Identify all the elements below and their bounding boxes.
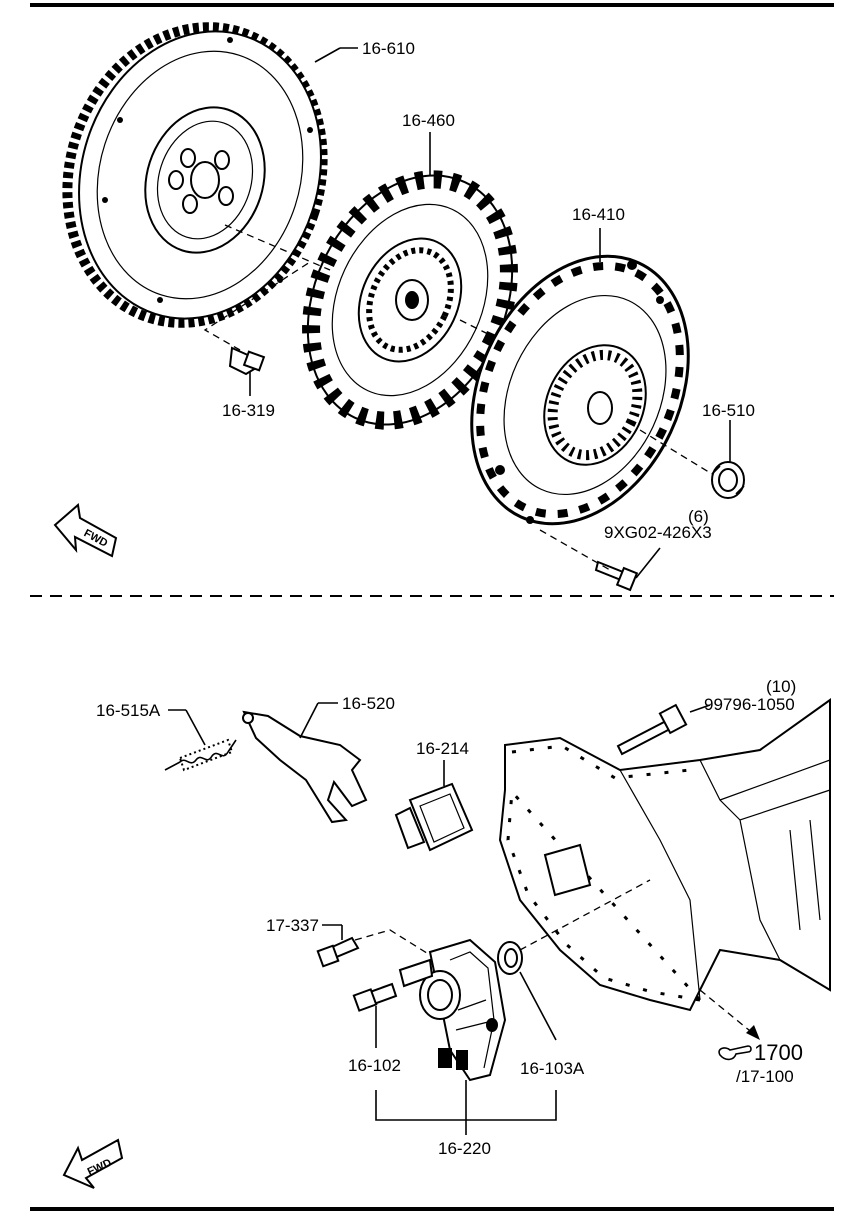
spring <box>164 738 237 772</box>
bolt-16-102 <box>352 982 398 1012</box>
cover-bolt-path <box>539 529 611 571</box>
leader-cover-bolt <box>635 547 661 579</box>
leader-99796 <box>689 704 711 713</box>
label-trans-bolt-qty: (10) <box>766 677 796 696</box>
leader-16-103a <box>519 971 557 1041</box>
label-16-410: 16-410 <box>572 205 625 224</box>
label-16-520: 16-520 <box>342 694 395 713</box>
ref-path <box>699 989 756 1036</box>
center-axis-4 <box>519 879 651 951</box>
label-16-103a: 16-103A <box>520 1059 585 1078</box>
boot <box>394 782 474 852</box>
flywheel-bolt <box>228 346 266 376</box>
label-16-510: 16-510 <box>702 401 755 420</box>
pointing-hand-icon <box>718 1045 752 1061</box>
label-16-515a: 16-515A <box>96 701 161 720</box>
center-axis-3 <box>639 429 713 475</box>
label-17-337: 17-337 <box>266 916 319 935</box>
fwd-arrow-bottom-icon: FWD <box>62 1138 124 1189</box>
release-fork <box>242 710 368 824</box>
slave-cylinder <box>398 938 507 1082</box>
label-cover-bolt: 9XG02-426X3 <box>604 523 712 542</box>
label-trans-bolt: 99796-1050 <box>704 695 795 714</box>
label-cover-bolt-qty: (6) <box>688 507 709 526</box>
seal <box>497 941 523 975</box>
flywheel <box>62 22 328 328</box>
fwd-arrow-top-icon: FWD <box>53 503 118 558</box>
label-16-102: 16-102 <box>348 1056 401 1075</box>
bolt-17-337-path <box>354 929 431 956</box>
pressure-plate <box>470 254 690 526</box>
label-16-610: 16-610 <box>362 39 415 58</box>
leader-16-610 <box>314 47 341 63</box>
leader-16-520-b <box>299 702 319 739</box>
release-bearing <box>711 461 745 499</box>
cover-bolt <box>594 560 639 592</box>
bolt-path <box>203 261 311 351</box>
leader-16-515a-b <box>185 709 206 746</box>
bolt-17-337 <box>316 936 360 968</box>
label-16-220: 16-220 <box>438 1139 491 1158</box>
label-16-214: 16-214 <box>416 739 469 758</box>
transmission-bolt <box>616 703 688 756</box>
label-ref-17-100: /17-100 <box>736 1067 794 1086</box>
label-16-460: 16-460 <box>402 111 455 130</box>
transmission-housing <box>498 698 831 1012</box>
label-ref-1700: 1700 <box>754 1040 803 1065</box>
label-16-319: 16-319 <box>222 401 275 420</box>
ref-arrowhead <box>746 1025 760 1040</box>
